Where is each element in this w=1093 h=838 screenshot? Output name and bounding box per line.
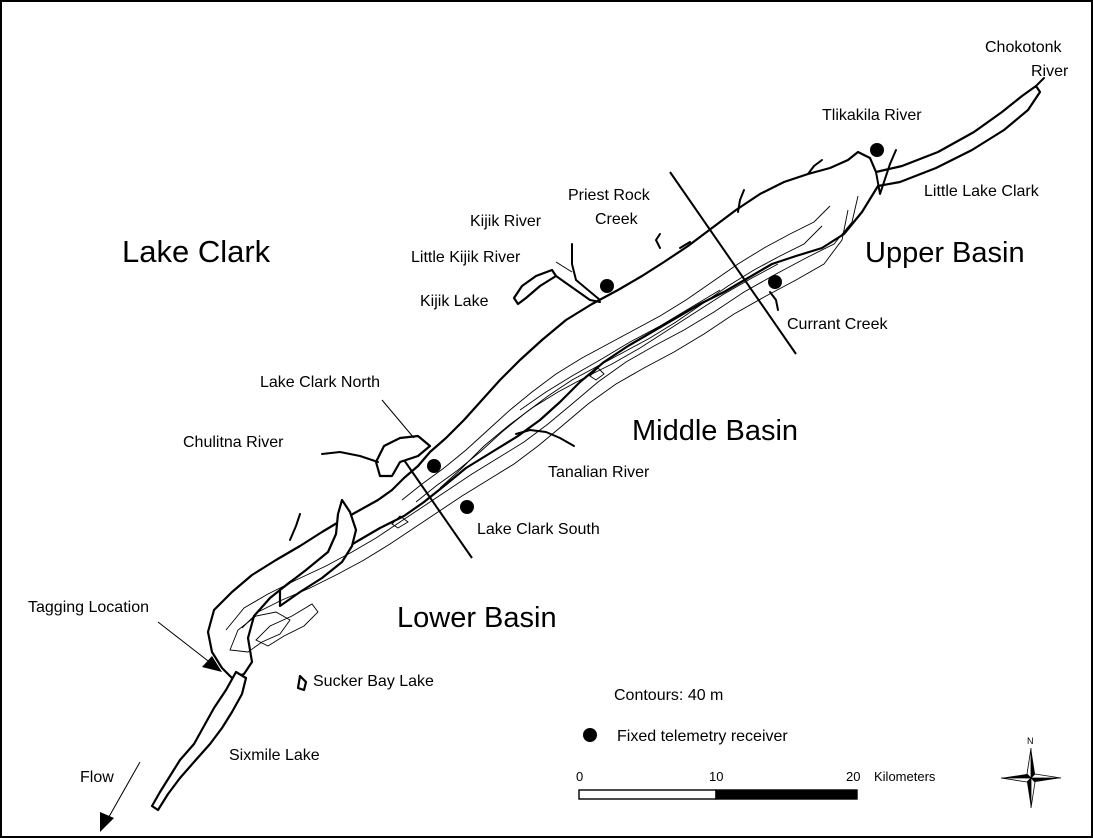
little-kijik-pointer <box>555 261 573 273</box>
middle-lower-divider <box>403 459 473 559</box>
chulitna-label: Chulitna River <box>183 434 284 451</box>
sucker-bay-lake <box>296 674 308 692</box>
north-arrow-icon: N <box>1000 736 1062 809</box>
tanalian-label: Tanalian River <box>548 464 650 481</box>
legend-receiver-dot <box>583 728 597 742</box>
telemetry-receivers <box>427 143 884 514</box>
chokotonk-river-line <box>1035 77 1045 87</box>
kijik-river-line <box>571 243 601 301</box>
lake-clark-south-label: Lake Clark South <box>477 521 600 538</box>
flow-arrow-head <box>100 812 114 832</box>
lower-arm-creek <box>289 513 301 541</box>
priest-rock-label-1: Priest Rock <box>568 187 651 204</box>
scale-segment-white <box>578 789 717 800</box>
upper-middle-divider <box>669 171 797 355</box>
receiver-kijik <box>600 279 614 293</box>
receiver-lake-clark-north <box>427 459 441 473</box>
receiver-tlikakila <box>870 143 884 157</box>
tagging-location-label: Tagging Location <box>28 599 149 616</box>
tanalian-river-line <box>515 429 575 447</box>
tagging-arrow-line <box>157 621 213 665</box>
upper-basin-label: Upper Basin <box>865 237 1025 269</box>
lower-basin-label: Lower Basin <box>397 602 557 634</box>
map-title: Lake Clark <box>122 234 271 269</box>
scale-tick-0: 0 <box>576 769 583 784</box>
chulitna-river-line <box>321 451 379 463</box>
legend-receiver-label: Fixed telemetry receiver <box>617 728 788 745</box>
sucker-bay-label: Sucker Bay Lake <box>313 673 434 690</box>
tlikakila-label: Tlikakila River <box>822 107 922 124</box>
legend: Contours: 40 m Fixed telemetry receiver <box>583 687 788 745</box>
rivers <box>289 77 1045 541</box>
scale-segment-black <box>715 789 858 800</box>
lake-outline <box>206 84 1042 680</box>
lower-west-arm <box>278 498 358 608</box>
legend-contours: Contours: 40 m <box>614 687 723 704</box>
north-letter: N <box>1027 736 1034 746</box>
little-kijik-line <box>555 275 601 303</box>
lake-clark-north-pointer <box>381 399 415 439</box>
chokotonk-label-1: Chokotonk <box>985 39 1062 56</box>
middle-basin-label: Middle Basin <box>632 415 798 447</box>
priest-rock-label-2: Creek <box>595 211 639 228</box>
sixmile-lake <box>150 670 248 812</box>
kijik-lake-label: Kijik Lake <box>420 293 489 310</box>
upper-creek-1 <box>737 189 745 213</box>
scale-bar: 0 10 20 Kilometers <box>576 769 936 800</box>
receiver-currant-creek <box>768 275 782 289</box>
sixmile-label: Sixmile Lake <box>229 747 320 764</box>
upper-creek-3 <box>679 241 691 249</box>
priest-rock-creek-line <box>655 233 661 249</box>
flow-label: Flow <box>80 769 114 786</box>
currant-creek-line <box>769 291 779 311</box>
currant-creek-label: Currant Creek <box>787 316 888 333</box>
scale-tick-10: 10 <box>709 769 723 784</box>
kijik-river-label: Kijik River <box>470 213 542 230</box>
scale-tick-20: 20 <box>846 769 860 784</box>
receiver-lake-clark-south <box>460 500 474 514</box>
little-kijik-label: Little Kijik River <box>411 249 521 266</box>
lake-clark-north-label: Lake Clark North <box>260 374 380 391</box>
upper-creek-2 <box>807 159 823 175</box>
scale-unit: Kilometers <box>874 769 936 784</box>
flow-arrow-line <box>105 761 141 823</box>
little-lake-clark-label: Little Lake Clark <box>924 183 1040 200</box>
chokotonk-label-2: River <box>1031 63 1069 80</box>
chulitna-bay <box>374 434 432 478</box>
tlikakila-river-line <box>875 149 897 195</box>
tagging-arrow-head <box>202 656 222 672</box>
